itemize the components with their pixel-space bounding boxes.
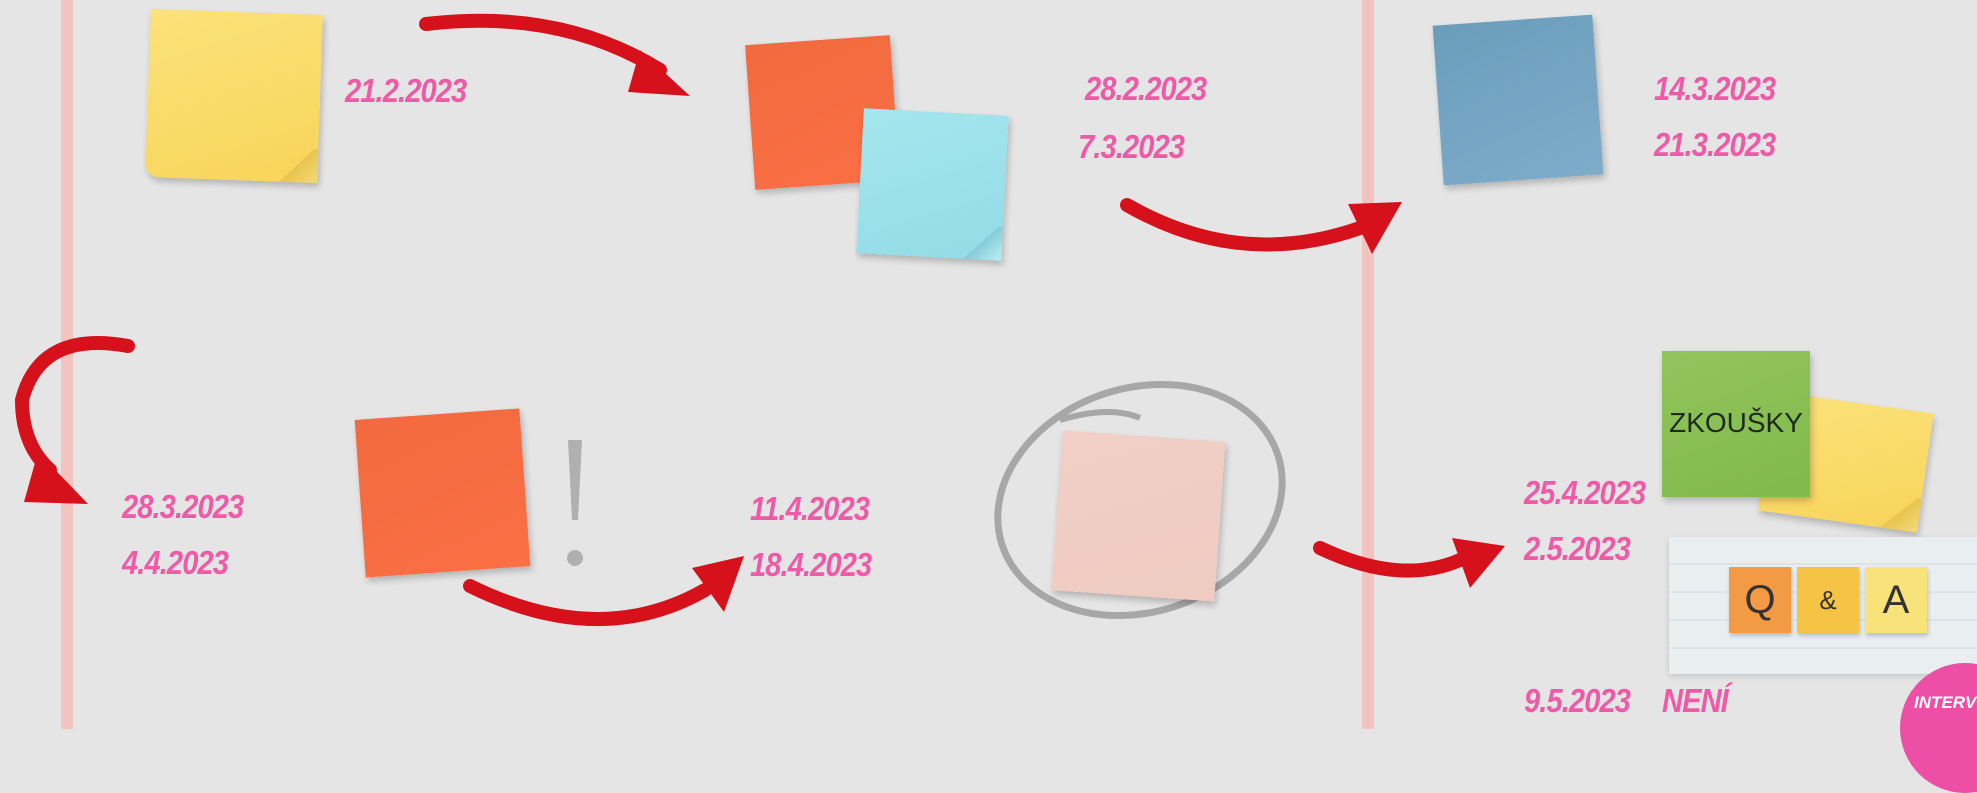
qa-tile-q: Q (1729, 567, 1791, 633)
curved-arrow-icon (14, 336, 135, 504)
left-rail (61, 0, 73, 729)
date-label: 7.3.2023 (1078, 128, 1185, 165)
date-label: 9.5.2023 (1524, 682, 1631, 719)
sticky-note-icon (856, 108, 1009, 261)
interview-badge-label: INTERV (1914, 693, 1977, 712)
date-label: 4.4.2023 (122, 544, 229, 581)
qa-image: Q & A (1669, 537, 1977, 674)
date-label: 14.3.2023 (1654, 70, 1776, 107)
curved-arrow-icon (463, 556, 744, 626)
date-label: 11.4.2023 (750, 490, 870, 527)
qa-tile-amp: & (1797, 567, 1859, 633)
sticky-note-icon (354, 408, 531, 578)
qa-tile-a: A (1865, 567, 1927, 633)
date-label: 25.4.2023 (1524, 474, 1646, 511)
sticky-note-icon: ZKOUŠKY (1662, 351, 1810, 497)
date-label: 28.3.2023 (122, 488, 244, 525)
sticky-note-icon (145, 9, 323, 183)
date-label: 21.3.2023 (1654, 126, 1776, 163)
date-label: 18.4.2023 (750, 546, 872, 583)
sticky-note-icon (1051, 430, 1226, 602)
sticky-note-icon (1432, 14, 1604, 186)
date-label: 28.2.2023 (1085, 70, 1207, 107)
zkousky-label: ZKOUŠKY (1669, 407, 1803, 438)
curved-arrow-icon (1313, 538, 1505, 588)
right-rail (1362, 0, 1374, 729)
date-label: 2.5.2023 (1524, 530, 1631, 567)
date-label: 21.2.2023 (345, 72, 467, 109)
exclamation-icon (567, 440, 583, 566)
circle-highlight-icon (994, 380, 1286, 620)
neni-label: NENÍ (1662, 682, 1729, 719)
curved-arrow-icon (419, 13, 690, 96)
curved-arrow-icon (1120, 198, 1402, 254)
arrows-layer (14, 13, 1505, 626)
